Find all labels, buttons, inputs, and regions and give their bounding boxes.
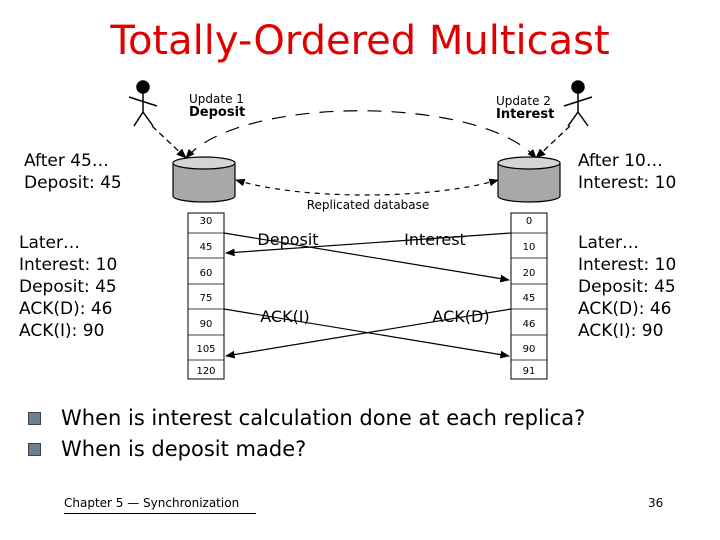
- question-text: When is deposit made?: [61, 437, 307, 461]
- right-later-line: Interest: 10: [578, 255, 677, 275]
- left-clock-value: 120: [196, 366, 215, 377]
- page-number: 36: [648, 496, 664, 510]
- update2-label: Update 2 Interest: [496, 94, 554, 122]
- right-later-state: Later… Interest: 10 Deposit: 45 ACK(D): …: [578, 232, 676, 342]
- right-later-line: Deposit: 45: [578, 277, 676, 297]
- left-later-line: Later…: [19, 233, 81, 253]
- square-bullet-icon: [28, 412, 41, 425]
- deposit-message-arrow: [223, 232, 510, 283]
- ack-d-message-label: ACK(D): [432, 307, 489, 326]
- right-state-line: Interest: 10: [578, 173, 677, 193]
- right-later-line: Later…: [578, 233, 640, 253]
- left-clock-value: 60: [200, 268, 213, 279]
- left-clock-value: 90: [200, 319, 213, 330]
- right-later-line: ACK(D): 46: [578, 299, 672, 319]
- replicated-database-label: Replicated database: [307, 198, 430, 212]
- right-replica-state: After 10… Interest: 10: [578, 150, 676, 194]
- right-clock-value: 46: [523, 319, 536, 330]
- left-later-line: Deposit: 45: [19, 277, 117, 297]
- left-replica-state: After 45… Deposit: 45: [24, 150, 122, 194]
- right-later-line: ACK(I): 90: [578, 321, 664, 341]
- update1-arrow: [151, 125, 187, 159]
- footer-chapter: Chapter 5 — Synchronization: [64, 496, 240, 510]
- left-clock: 30 45 60 75 90 105 120: [187, 212, 225, 380]
- update1-op: Deposit: [189, 105, 246, 120]
- left-clock-value: 45: [200, 242, 213, 253]
- right-user-figure: [563, 80, 593, 127]
- sync-bottom-curve: [235, 178, 499, 196]
- ack-d-message-arrow: [225, 308, 512, 359]
- right-database-icon: [497, 156, 561, 203]
- left-later-line: ACK(D): 46: [19, 299, 113, 319]
- update2-op: Interest: [496, 107, 555, 122]
- question-item: When is interest calculation done at eac…: [28, 403, 585, 434]
- question-text: When is interest calculation done at eac…: [61, 406, 586, 430]
- left-clock-value: 30: [200, 216, 213, 227]
- square-bullet-icon: [28, 443, 41, 456]
- left-later-line: Interest: 10: [19, 255, 118, 275]
- right-clock: 0 10 20 45 46 90 91: [510, 212, 548, 380]
- update1-label: Update 1 Deposit: [189, 92, 245, 120]
- right-clock-value: 90: [523, 344, 536, 355]
- update2-arrow: [535, 125, 571, 159]
- update1-name: Update 1: [189, 92, 244, 106]
- left-clock-value: 105: [196, 344, 215, 355]
- left-clock-value: 75: [200, 293, 213, 304]
- footer-divider: [64, 513, 256, 514]
- right-clock-value: 91: [523, 366, 536, 377]
- ack-i-message-label: ACK(I): [260, 307, 310, 326]
- update2-name: Update 2: [496, 94, 551, 108]
- left-later-state: Later… Interest: 10 Deposit: 45 ACK(D): …: [19, 232, 117, 342]
- right-state-line: After 10…: [578, 151, 663, 171]
- right-clock-value: 10: [523, 242, 536, 253]
- interest-message-label: Interest: [404, 230, 466, 249]
- left-later-line: ACK(I): 90: [19, 321, 105, 341]
- right-clock-value: 45: [523, 293, 536, 304]
- question-item: When is deposit made?: [28, 434, 585, 465]
- left-state-line: Deposit: 45: [24, 173, 122, 193]
- right-clock-value: 0: [526, 216, 532, 227]
- right-clock-value: 20: [523, 268, 536, 279]
- slide-title: Totally-Ordered Multicast: [110, 18, 610, 64]
- left-database-icon: [172, 156, 236, 203]
- deposit-message-label: Deposit: [257, 230, 318, 249]
- left-state-line: After 45…: [24, 151, 109, 171]
- left-user-figure: [128, 80, 158, 127]
- interest-message-arrow: [225, 232, 512, 257]
- question-list: When is interest calculation done at eac…: [28, 403, 585, 465]
